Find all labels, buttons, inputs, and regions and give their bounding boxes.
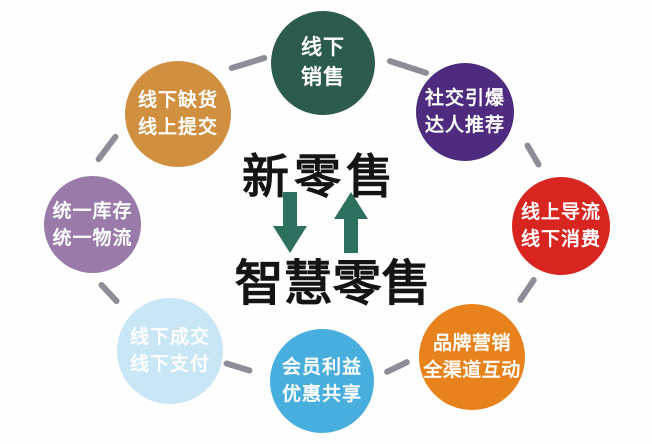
node-label-line: 线下支付 [129,353,210,375]
node-label-line: 统一物流 [52,226,133,249]
center-title-new-retail: 新零售 [242,150,398,205]
node-label-line: 销售 [301,65,345,89]
node-label-line: 达人推荐 [424,114,505,136]
node-offline-stockout: 线下缺货 线上提交 [125,61,231,167]
arrow-down-head [273,226,307,253]
connector-dash-right-upper [523,141,543,169]
arrow-down-icon [273,192,307,253]
connector-dash-bottomright [383,358,411,376]
node-label-line: 线上导流 [520,201,601,224]
connector-dash-topleft [227,54,269,72]
node-label-line: 社交引爆 [424,87,505,110]
arrow-up-shaft [344,219,358,253]
connector-dash-left-upper [94,132,120,164]
node-label-line: 品牌营销 [432,332,511,355]
connector-dash-right-lower [516,275,538,305]
node-brand-marketing: 品牌营销 全渠道互动 [419,304,525,410]
node-label-line: 统一库存 [52,199,133,222]
arrow-up-head [334,192,368,219]
node-offline-payment: 线下成交 线下支付 [117,298,223,404]
node-social-recommendation: 社交引爆 达人推荐 [416,63,514,161]
node-unified-logistics: 统一库存 统一物流 [44,176,141,273]
center-title-smart-retail: 智慧零售 [234,255,431,312]
arrow-down-shaft [283,192,297,226]
node-label-line: 线下缺货 [137,89,218,112]
node-member-benefits: 会员利益 优惠共享 [270,329,374,433]
node-label-line: 全渠道互动 [423,359,521,381]
node-label-line: 线下消费 [520,228,601,250]
node-label-line: 线上提交 [137,116,218,138]
node-label-line: 会员利益 [281,356,362,379]
node-label-line: 优惠共享 [281,383,362,405]
node-online-drainage: 线上导流 线下消费 [512,177,610,275]
node-offline-sales: 线下 销售 [271,11,375,115]
connector-dash-topright [386,57,430,77]
node-label-line: 线下 [301,35,345,60]
arrow-up-icon [334,192,368,253]
node-label-line: 线下成交 [129,326,210,349]
connector-dash-bottomleft [222,359,254,375]
connector-dash-left-lower [97,280,121,306]
